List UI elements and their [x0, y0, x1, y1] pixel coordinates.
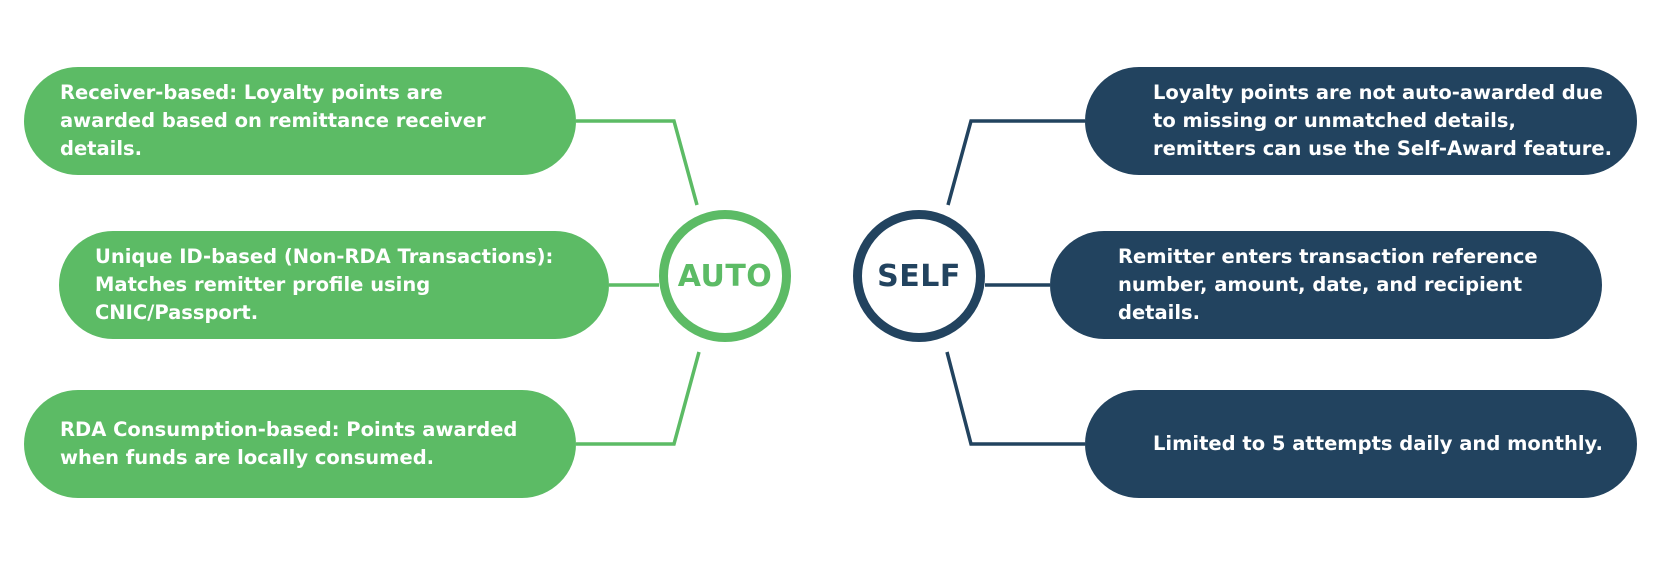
auto-item-text: Receiver-based: Loyalty points are award… [60, 81, 486, 160]
auto-hub-circle: AUTO [659, 210, 791, 342]
auto-connector-bottom [576, 351, 701, 446]
self-connector-bottom [945, 351, 1085, 446]
self-item-transaction-details: Remitter enters transaction reference nu… [1050, 231, 1602, 339]
self-connector-top [946, 119, 1085, 206]
self-item-text: Limited to 5 attempts daily and monthly. [1153, 432, 1603, 455]
self-item-attempt-limit: Limited to 5 attempts daily and monthly. [1085, 390, 1637, 498]
auto-item-receiver-based: Receiver-based: Loyalty points are award… [24, 67, 576, 175]
auto-item-rda-consumption-based: RDA Consumption-based: Points awarded wh… [24, 390, 576, 498]
self-item-text: Loyalty points are not auto-awarded due … [1153, 81, 1612, 160]
auto-item-unique-id-based: Unique ID-based (Non-RDA Transactions): … [59, 231, 609, 339]
self-item-self-award-feature: Loyalty points are not auto-awarded due … [1085, 67, 1637, 175]
self-hub-label: SELF [877, 258, 961, 294]
auto-connector-top [576, 119, 699, 206]
auto-item-text: Unique ID-based (Non-RDA Transactions): … [95, 245, 554, 324]
self-hub-circle: SELF [853, 210, 985, 342]
self-item-text: Remitter enters transaction reference nu… [1118, 245, 1538, 324]
auto-hub-label: AUTO [677, 258, 773, 294]
auto-item-text: RDA Consumption-based: Points awarded wh… [60, 418, 518, 469]
